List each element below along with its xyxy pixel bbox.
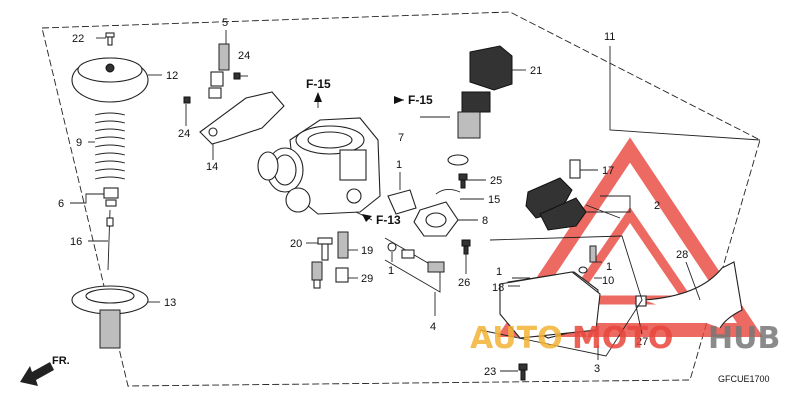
part-label: 3 xyxy=(594,363,600,375)
part-gasket-1 xyxy=(387,189,417,215)
watermark-text: AUTO MOTO HUB xyxy=(470,321,780,356)
part-bottom-left-jet xyxy=(311,261,323,289)
part-label: 20 xyxy=(290,238,302,250)
part-label: 14 xyxy=(206,161,218,173)
part-28-hose xyxy=(643,261,743,329)
part-label: 8 xyxy=(482,215,488,227)
part-label: 12 xyxy=(166,70,178,82)
part-19-main-jet-holder xyxy=(337,231,349,259)
part-22-screw xyxy=(105,32,115,46)
part-label: 22 xyxy=(72,33,84,45)
part-label: 26 xyxy=(458,277,470,289)
part-label: 21 xyxy=(530,65,542,77)
part-7-auto-bystarter xyxy=(447,91,491,166)
part-13-diaphragm-piston xyxy=(71,285,149,349)
part-25-screw xyxy=(458,173,468,189)
part-label: 4 xyxy=(430,321,436,333)
part-label: 2 xyxy=(654,200,660,212)
part-17-fitting xyxy=(569,159,581,179)
svg-text:F-15: F-15 xyxy=(306,77,331,91)
part-16-jet-needle xyxy=(106,209,114,271)
part-15-clip xyxy=(435,189,461,195)
part-label: 17 xyxy=(602,165,614,177)
svg-text:FR.: FR. xyxy=(52,355,70,367)
front-direction-arrow: FR. xyxy=(20,355,70,386)
part-label: 5 xyxy=(222,17,228,29)
part-8-float-chamber-assy xyxy=(413,201,459,237)
part-label: 25 xyxy=(490,175,502,187)
diagram-code: GFCUE1700 xyxy=(718,374,770,384)
part-label: 13 xyxy=(164,297,176,309)
part-label: 28 xyxy=(676,249,688,261)
part-label: 6 xyxy=(58,198,64,210)
part-26-screw xyxy=(461,239,471,255)
part-label: 24 xyxy=(238,50,250,62)
part-23-screw xyxy=(518,363,528,381)
part-14-bracket xyxy=(199,91,285,145)
part-9-spring xyxy=(94,112,126,180)
part-12-top-cover xyxy=(71,57,149,103)
watermark-logo xyxy=(496,137,764,337)
part-label: 7 xyxy=(398,132,404,144)
svg-text:MOTO: MOTO xyxy=(572,321,673,356)
part-label: 1 xyxy=(606,261,612,273)
part-label: 10 xyxy=(602,275,614,287)
part-29-jet xyxy=(335,267,349,283)
part-4-air-screw-set xyxy=(384,237,445,293)
reference-f15-left: F-15 xyxy=(306,77,331,102)
part-label: 19 xyxy=(361,245,373,257)
part-label: 11 xyxy=(604,31,615,43)
reference-f13: F-13 xyxy=(362,213,401,227)
part-label: 15 xyxy=(488,194,500,206)
part-label: 1 xyxy=(496,266,502,278)
part-5-pilot-screw xyxy=(208,43,230,99)
part-label: 9 xyxy=(76,137,82,149)
carburetor-body xyxy=(257,117,381,215)
part-label: 18 xyxy=(492,282,504,294)
part-6-needle-clip xyxy=(103,187,119,207)
part-label: 23 xyxy=(484,366,496,378)
part-label: 24 xyxy=(178,128,190,140)
part-20-jet xyxy=(317,237,333,261)
svg-text:F-13: F-13 xyxy=(376,213,401,227)
part-label: 29 xyxy=(361,273,373,285)
part-10-screw xyxy=(578,245,597,274)
part-label: 16 xyxy=(70,236,82,248)
part-label: 27 xyxy=(636,336,648,348)
part-label: 1 xyxy=(396,159,402,171)
part-21-cap xyxy=(469,45,513,91)
part-18-gasket xyxy=(499,271,601,339)
part-label: 1 xyxy=(388,265,394,277)
svg-text:AUTO: AUTO xyxy=(470,321,563,356)
svg-text:HUB: HUB xyxy=(708,321,780,356)
svg-text:F-15: F-15 xyxy=(408,93,433,107)
part-2-heater-cover xyxy=(525,177,621,231)
reference-f15-right: F-15 xyxy=(394,93,433,107)
